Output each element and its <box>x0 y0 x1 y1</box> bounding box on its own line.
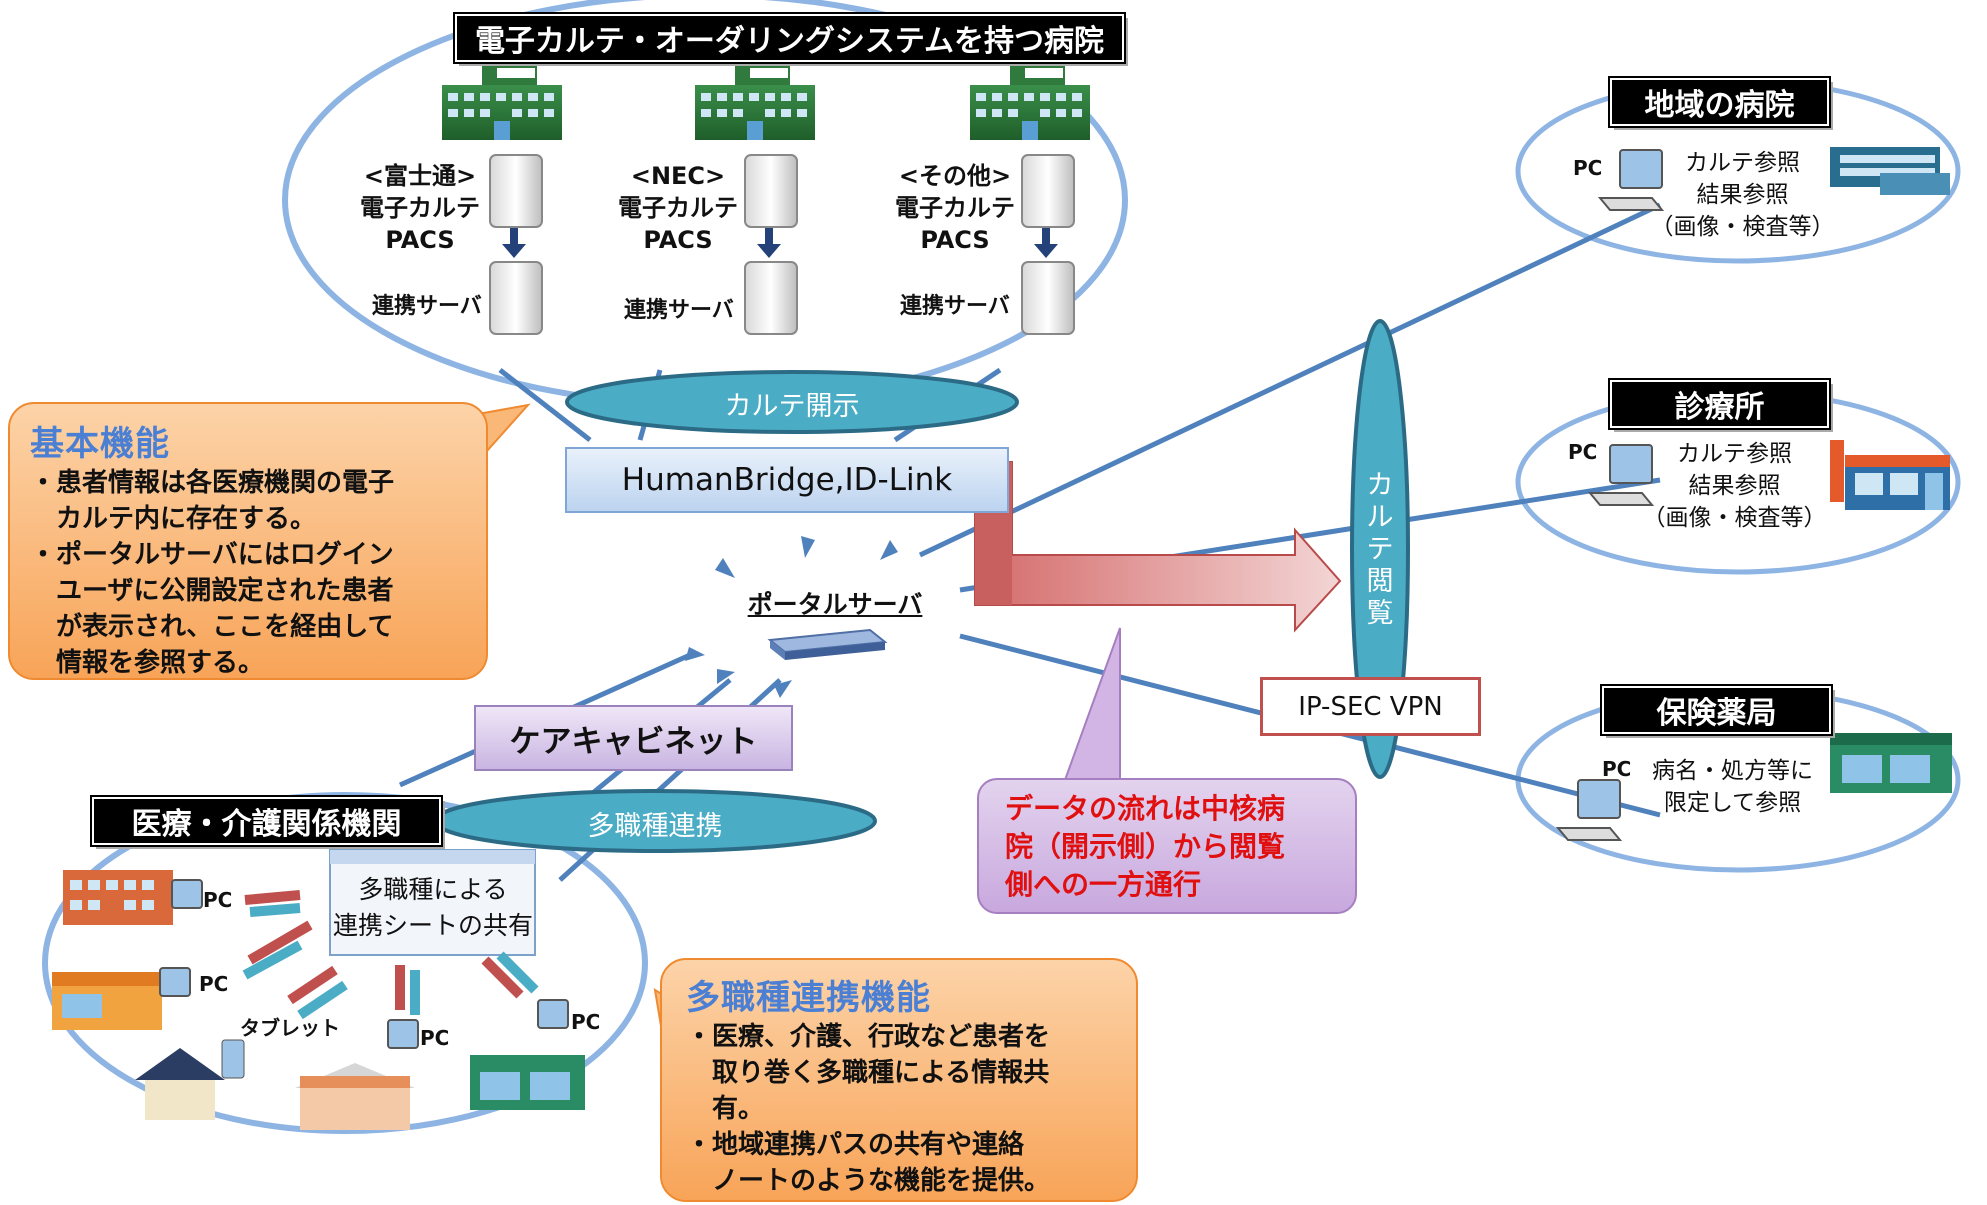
clinic-text: カルテ参照 結果参照 （画像・検査等） <box>1642 441 1827 531</box>
care-cabinet-label: ケアキャビネット <box>509 723 758 760</box>
care-pc-label-1: PC <box>203 888 233 912</box>
clinic-title: 診療所 <box>1608 378 1831 430</box>
regional-hospital-text: カルテ参照 結果参照 （画像・検査等） <box>1650 150 1835 240</box>
flow-note-line: 院（開示側）から閲覧 <box>1005 830 1286 863</box>
link-server-label-3: 連携サーバ <box>900 294 1010 319</box>
karte-disclosure-label: カルテ開示 <box>724 391 860 422</box>
multi-line: 有。 <box>686 1094 765 1124</box>
pharmacy-text: 病名・処方等に 限定して参照 <box>1652 758 1813 816</box>
system-label: 電子カルテ <box>618 194 738 222</box>
vendor-label: <富士通> <box>363 162 477 190</box>
hospital-2-label: <NEC> 電子カルテ PACS <box>608 160 748 256</box>
pacs-label: PACS <box>385 226 455 254</box>
karte-view-ellipse <box>1350 319 1410 779</box>
care-pc-label-2: PC <box>199 972 229 996</box>
system-label: 電子カルテ <box>895 194 1015 222</box>
care-pc-icons <box>159 879 569 1049</box>
basic-line: ユーザに公開設定された患者 <box>30 576 394 606</box>
multi-disciplinary-label: 多職種連携 <box>587 811 723 842</box>
main-title: 電子カルテ・オーダリングシステムを持つ病院 <box>453 12 1126 64</box>
basic-line: が表示され、ここを経由して <box>30 612 394 642</box>
system-label: 電子カルテ <box>360 194 480 222</box>
tablet-label: タブレット <box>240 1016 340 1040</box>
vendor-label: <NEC> <box>630 162 726 190</box>
regional-hospital-pc-label: PC <box>1573 156 1603 180</box>
multi-function-title: 多職種連携機能 <box>686 978 931 1018</box>
hospital-building-icons <box>442 65 1090 140</box>
care-org-title: 医療・介護関係機関 <box>90 795 443 847</box>
care-pc-label-4: PC <box>571 1010 601 1034</box>
care-pc-label-3: PC <box>420 1026 450 1050</box>
server-icons <box>489 154 1075 335</box>
pacs-label: PACS <box>643 226 713 254</box>
humanbridge-label: HumanBridge,ID-Link <box>621 462 953 498</box>
clinic-icon <box>1830 440 1950 510</box>
shared-sheet-text: 多職種による 連携シートの共有 <box>332 875 533 940</box>
flow-note: データの流れは中核病 院（開示側）から閲覧 側への一方通行 <box>977 778 1357 914</box>
multi-function-callout: 多職種連携機能 ・医療、介護、行政など患者を 取り巻く多職種による情報共 有。 … <box>660 958 1138 1202</box>
link-server-label-2: 連携サーバ <box>624 298 734 323</box>
pc-icons-right <box>1555 149 1665 841</box>
basic-function-title: 基本機能 <box>30 424 170 464</box>
regional-hospital-title: 地域の病院 <box>1608 76 1831 128</box>
regional-hospital-icon <box>1830 147 1950 195</box>
care-group-icons <box>52 849 585 1130</box>
flow-note-line: データの流れは中核病 <box>1005 792 1286 825</box>
multi-line: ・地域連携パスの共有や連絡 <box>686 1130 1025 1160</box>
clinic-pc-label: PC <box>1568 440 1598 464</box>
hospital-3-label: <その他> 電子カルテ PACS <box>885 160 1025 256</box>
multi-line: ノートのような機能を提供。 <box>686 1166 1051 1196</box>
karte-disclosure-ellipse <box>565 370 1019 434</box>
pacs-label: PACS <box>920 226 990 254</box>
karte-view-label: カルテ閲覧 <box>1366 470 1394 629</box>
pharmacy-pc-label: PC <box>1602 757 1632 781</box>
basic-line: カルテ内に存在する。 <box>30 504 317 534</box>
basic-line: ・ポータルサーバにはログイン <box>30 540 394 570</box>
portal-server-label: ポータルサーバ <box>747 590 923 619</box>
pharmacy-icon <box>1830 733 1952 793</box>
ipsec-label: IP-SEC VPN <box>1298 691 1443 722</box>
portal-device-icon <box>767 628 888 660</box>
basic-line: ・患者情報は各医療機関の電子 <box>30 468 395 498</box>
link-regional-hospital <box>918 202 1662 558</box>
care-cabinet-box: ケアキャビネット <box>474 705 793 771</box>
hospital-1-label: <富士通> 電子カルテ PACS <box>350 160 490 256</box>
vendor-label: <その他> <box>898 162 1012 190</box>
care-group-ellipse <box>42 792 648 1134</box>
flow-note-line: 側への一方通行 <box>1005 868 1202 901</box>
link-server-label-1: 連携サーバ <box>372 294 482 319</box>
multi-line: ・医療、介護、行政など患者を <box>686 1022 1051 1052</box>
flow-arrow <box>974 461 1342 633</box>
basic-line: 情報を参照する。 <box>30 648 265 678</box>
pharmacy-title: 保険薬局 <box>1600 684 1833 736</box>
ipsec-box: IP-SEC VPN <box>1260 677 1481 736</box>
basic-function-callout: 基本機能 ・患者情報は各医療機関の電子 カルテ内に存在する。 ・ポータルサーバに… <box>8 402 488 680</box>
humanbridge-box: HumanBridge,ID-Link <box>565 447 1009 513</box>
multi-line: 取り巻く多職種による情報共 <box>686 1058 1050 1088</box>
